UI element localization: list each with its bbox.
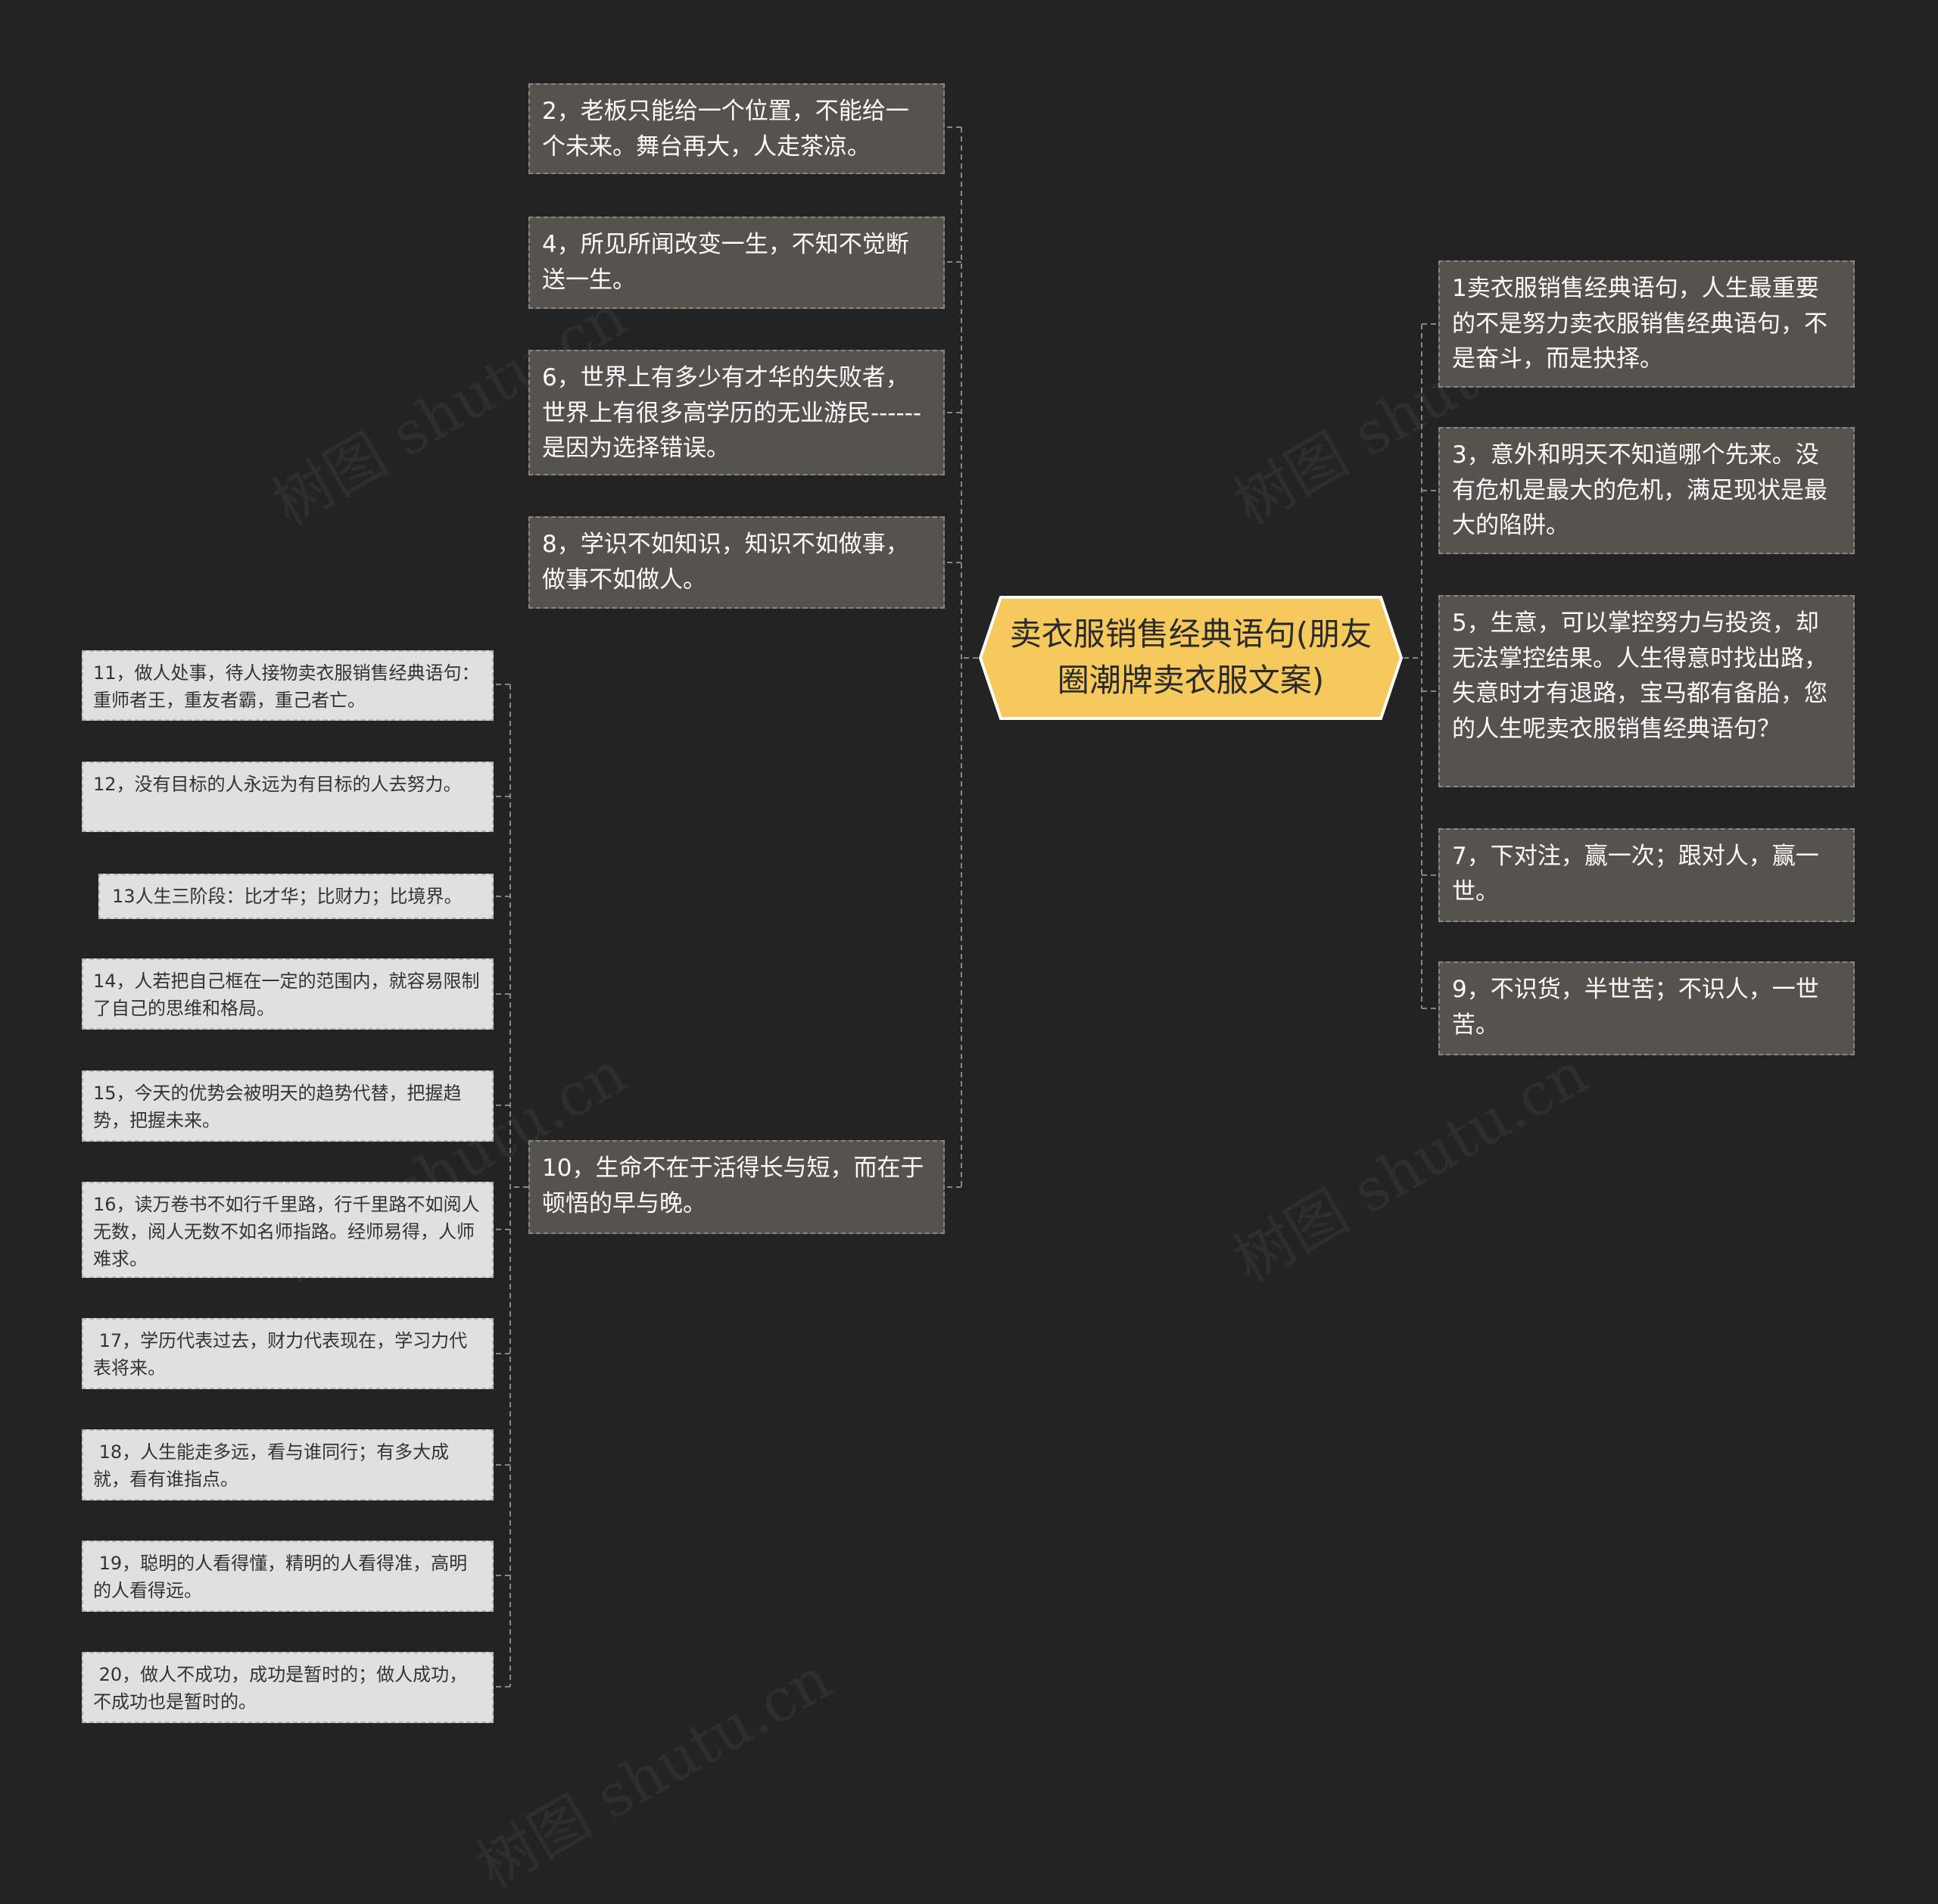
branch-node-4[interactable]: 4，所见所闻改变一生，不知不觉断送一生。 [528, 217, 945, 309]
sub-node-19[interactable]: 19，聪明的人看得懂，精明的人看得准，高明的人看得远。 [82, 1541, 494, 1612]
branch-node-1[interactable]: 1卖衣服销售经典语句，人生最重要的不是努力卖衣服销售经典语句，不是奋斗，而是抉择… [1438, 260, 1855, 388]
sub-node-16[interactable]: 16，读万卷书不如行千里路，行千里路不如阅人无数，阅人无数不如名师指路。经师易得… [82, 1182, 494, 1278]
connector-lines [494, 126, 1438, 1687]
sub-node-12[interactable]: 12，没有目标的人永远为有目标的人去努力。 [82, 762, 494, 832]
sub-node-13[interactable]: 13人生三阶段：比才华；比财力；比境界。 [98, 874, 494, 919]
central-topic-shape [978, 596, 1404, 720]
branch-node-5[interactable]: 5，生意，可以掌控努力与投资，却无法掌控结果。人生得意时找出路，失意时才有退路，… [1438, 595, 1855, 787]
sub-node-20[interactable]: 20，做人不成功，成功是暂时的；做人成功，不成功也是暂时的。 [82, 1652, 494, 1723]
sub-node-14[interactable]: 14，人若把自己框在一定的范围内，就容易限制了自己的思维和格局。 [82, 958, 494, 1030]
branch-node-10[interactable]: 10，生命不在于活得长与短，而在于顿悟的早与晚。 [528, 1140, 945, 1234]
sub-node-15[interactable]: 15，今天的优势会被明天的趋势代替，把握趋势，把握未来。 [82, 1070, 494, 1142]
branch-node-2[interactable]: 2，老板只能给一个位置，不能给一个未来。舞台再大，人走茶凉。 [528, 83, 945, 174]
central-topic-title: 卖衣服销售经典语句(朋友圈潮牌卖衣服文案) [1009, 615, 1372, 699]
branch-node-7[interactable]: 7，下对注，赢一次；跟对人，赢一世。 [1438, 828, 1855, 922]
branch-node-6[interactable]: 6，世界上有多少有才华的失败者，世界上有很多高学历的无业游民------是因为选… [528, 350, 945, 475]
sub-node-18[interactable]: 18，人生能走多远，看与谁同行；有多大成就，看有谁指点。 [82, 1429, 494, 1500]
sub-node-17[interactable]: 17，学历代表过去，财力代表现在，学习力代表将来。 [82, 1318, 494, 1389]
sub-node-11[interactable]: 11，做人处事，待人接物卖衣服销售经典语句：重师者王，重友者霸，重己者亡。 [82, 650, 494, 721]
central-topic[interactable]: 卖衣服销售经典语句(朋友圈潮牌卖衣服文案) [978, 595, 1404, 721]
branch-node-3[interactable]: 3，意外和明天不知道哪个先来。没有危机是最大的危机，满足现状是最大的陷阱。 [1438, 427, 1855, 554]
branch-node-9[interactable]: 9，不识货，半世苦；不识人，一世苦。 [1438, 961, 1855, 1055]
branch-node-8[interactable]: 8，学识不如知识，知识不如做事，做事不如做人。 [528, 516, 945, 609]
